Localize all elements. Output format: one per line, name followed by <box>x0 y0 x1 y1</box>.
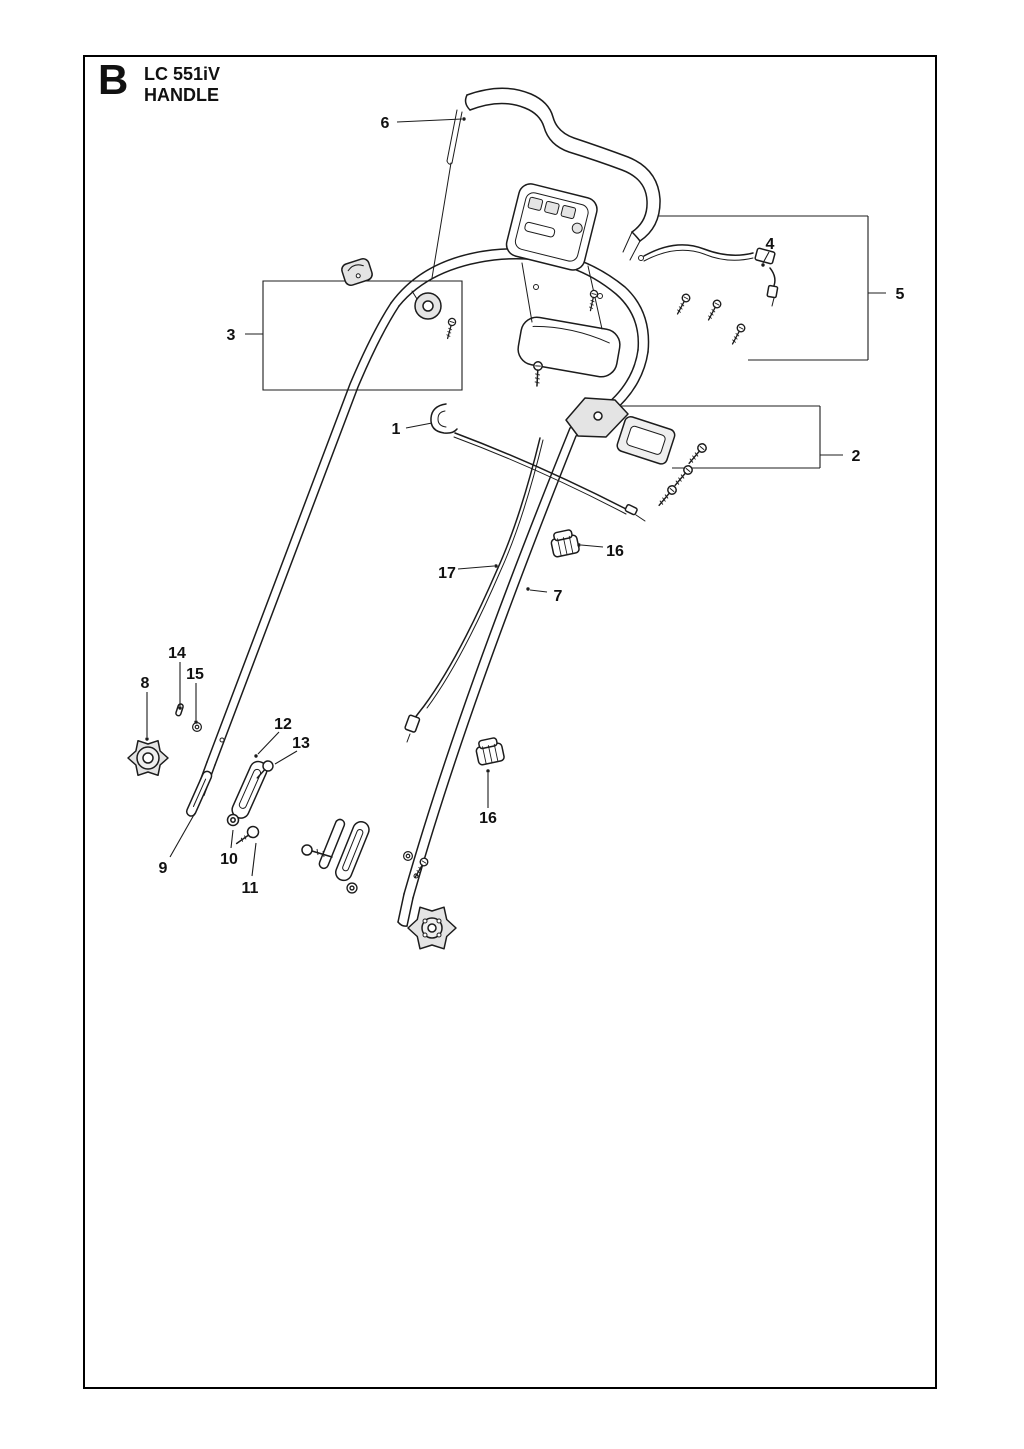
callout-3: 3 <box>227 327 236 344</box>
bottom-washer <box>346 882 358 894</box>
callout-12: 12 <box>274 716 292 733</box>
bail-handle <box>431 87 661 279</box>
wiring-harness <box>638 244 779 307</box>
console-button <box>527 196 544 211</box>
plate-part9 <box>185 770 213 817</box>
page-border <box>83 55 937 1389</box>
callout-1: 1 <box>392 421 401 438</box>
ref-bracket-part2 <box>620 405 843 469</box>
section-letter: B <box>98 56 129 103</box>
callout-labels: 6 4 5 3 1 2 16 17 7 14 15 8 12 13 9 10 1… <box>141 115 905 897</box>
callout-4: 4 <box>766 236 775 253</box>
callout-2: 2 <box>852 448 861 465</box>
console-button <box>544 200 560 215</box>
handle-lower-tube-right <box>397 349 649 927</box>
callout-13: 13 <box>292 735 310 752</box>
knob-bottom <box>407 906 457 950</box>
washer-part10 <box>226 813 240 827</box>
bottom-washer-2 <box>403 850 413 862</box>
callout-17: 17 <box>438 565 456 582</box>
callout-8: 8 <box>141 675 150 692</box>
ref-box-part3 <box>245 280 463 391</box>
washer-part15 <box>192 721 202 733</box>
callout-9: 9 <box>159 860 168 877</box>
callout-14: 14 <box>168 645 186 662</box>
bottom-bolt-left <box>301 844 333 858</box>
leader-lines <box>145 117 770 877</box>
callout-16-lower: 16 <box>479 810 497 827</box>
console-button <box>560 205 577 220</box>
handle-clamp-lower <box>411 290 458 340</box>
ref-bracket-part5 <box>658 215 886 361</box>
carriage-bolt-part11 <box>235 825 260 845</box>
console-cover <box>517 316 621 378</box>
console-round-button <box>571 222 583 234</box>
callout-15: 15 <box>186 666 204 683</box>
control-cable <box>404 437 544 743</box>
handle-lower-tube-left <box>195 302 400 796</box>
page-title: HANDLE <box>144 85 219 105</box>
callout-7: 7 <box>554 588 563 605</box>
cable-guide-hook <box>430 403 646 522</box>
cable-clip-upper <box>548 527 581 559</box>
handle-clamp-upper <box>341 258 373 286</box>
knob-left-part8 <box>127 739 169 777</box>
bottom-slotted-bracket <box>335 820 370 882</box>
bolt-part13 <box>256 760 274 779</box>
cable-clip-lower <box>473 735 506 767</box>
bottom-plate-rear <box>318 818 346 870</box>
callout-11: 11 <box>242 880 259 897</box>
model-label: LC 551iV <box>144 64 221 84</box>
callout-10: 10 <box>220 851 238 868</box>
callout-16-upper: 16 <box>606 543 624 560</box>
callout-6: 6 <box>381 115 390 132</box>
drive-lever-assembly <box>565 397 709 509</box>
callout-5: 5 <box>896 286 905 303</box>
control-console <box>505 183 598 271</box>
